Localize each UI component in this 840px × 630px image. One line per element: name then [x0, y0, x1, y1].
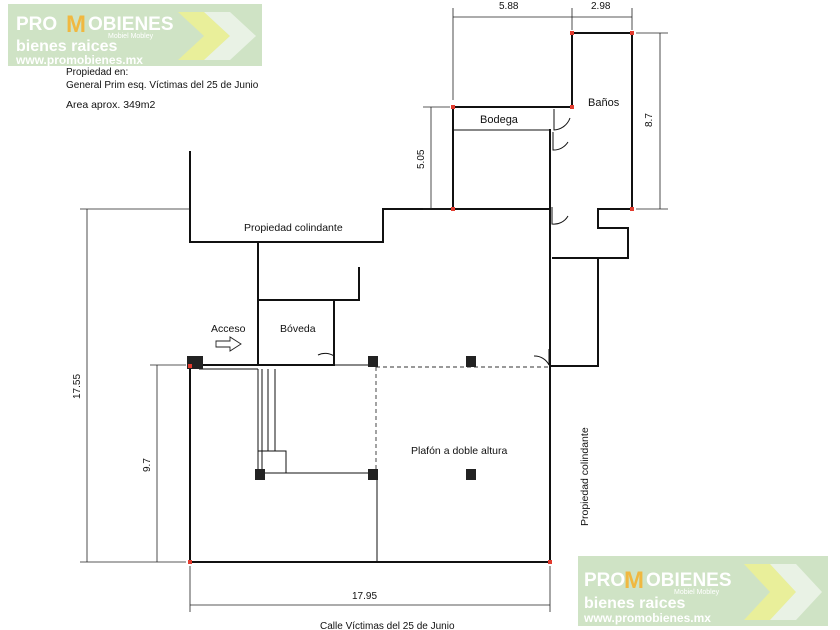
logo-small: Mobiel Mobley	[108, 33, 154, 40]
dim-top-b: 2.98	[591, 1, 611, 12]
room-banos-label: Baños	[588, 97, 620, 109]
street-label: Calle Víctimas del 25 de Junio	[320, 621, 455, 630]
acceso-arrow-icon	[215, 336, 242, 352]
dim-left-total: 17.55	[72, 374, 83, 399]
plafon-label: Plafón a doble altura	[411, 445, 507, 457]
room-bodega-label: Bodega	[480, 114, 519, 126]
acceso-label: Acceso	[211, 323, 246, 335]
header-text: Propiedad en: General Prim esq. Víctimas…	[66, 67, 259, 111]
dim-left-lower: 9.7	[142, 458, 153, 472]
logo-brand-m: M	[66, 11, 86, 38]
logo-brand-post: OBIENES	[88, 14, 174, 35]
header-line2: General Prim esq. Víctimas del 25 de Jun…	[66, 80, 259, 91]
dim-top-a: 5.88	[499, 1, 519, 12]
corner-points	[188, 31, 634, 564]
dim-bottom: 17.95	[352, 591, 377, 602]
logo-url: www.promobienes.mx	[583, 611, 711, 625]
logo-brand-m: M	[624, 567, 644, 594]
dim-right-banos: 8.7	[644, 113, 655, 127]
logo-brand-pre: PRO	[16, 14, 57, 35]
logo-bottom-right: PRO M OBIENES Mobiel Mobley bienes raice…	[578, 556, 828, 626]
logo-brand-post: OBIENES	[646, 570, 732, 591]
logo-url: www.promobienes.mx	[15, 53, 143, 67]
columns	[187, 356, 476, 480]
propiedad-colindante-top: Propiedad colindante	[244, 222, 343, 234]
logo-tagline: bienes raices	[584, 595, 686, 612]
logo-top-left: PRO M OBIENES Mobiel Mobley bienes raice…	[8, 4, 262, 67]
header-line1: Propiedad en:	[66, 67, 128, 78]
logo-tagline: bienes raices	[16, 38, 118, 55]
logo-brand-pre: PRO	[584, 570, 625, 591]
dim-bodega-h: 5.05	[416, 149, 427, 169]
room-boveda-label: Bóveda	[280, 323, 316, 335]
area-label: Area aprox. 349m2	[66, 99, 155, 111]
dimension-lines	[80, 8, 668, 612]
logo-small: Mobiel Mobley	[674, 589, 720, 596]
propiedad-colindante-right: Propiedad colindante	[579, 427, 591, 526]
walls	[189, 32, 633, 563]
door-swings	[317, 109, 571, 366]
